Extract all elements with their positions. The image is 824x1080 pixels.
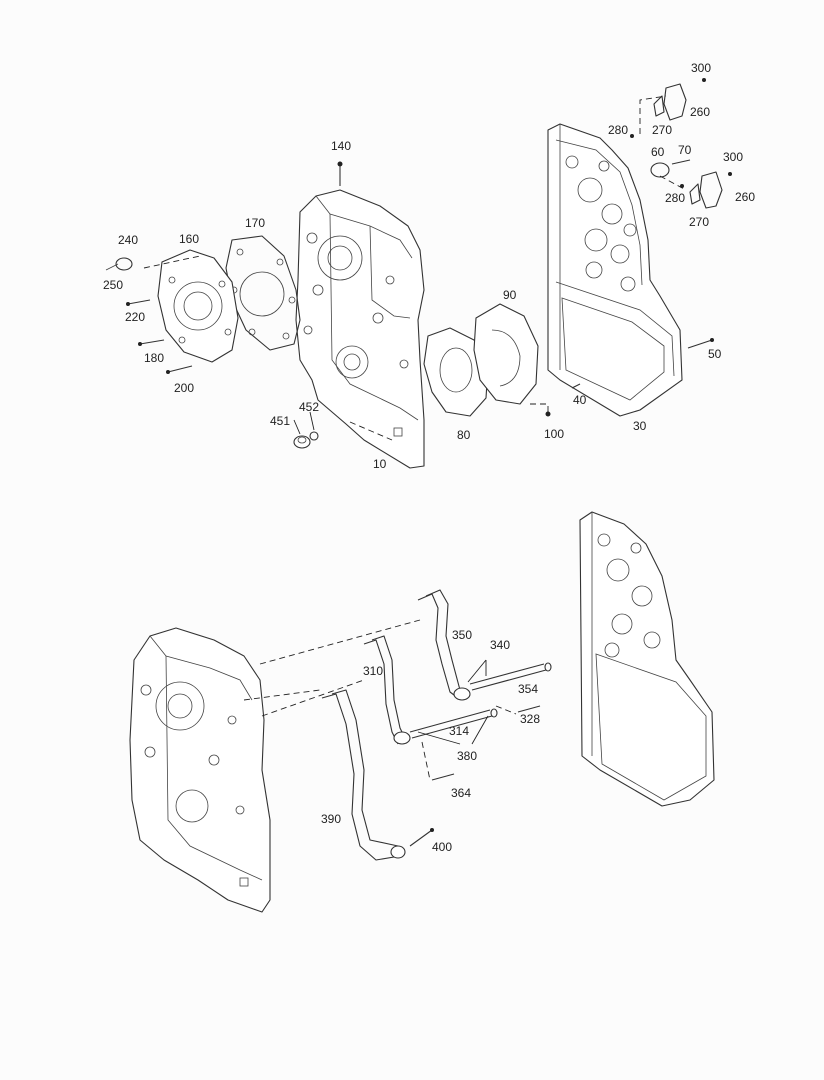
- housing-bottom-left: [129, 627, 271, 913]
- callout-220: 220: [125, 310, 145, 324]
- cover-bottom-right: [579, 511, 715, 807]
- callout-140: 140: [331, 139, 351, 153]
- pipe-310: [363, 635, 411, 745]
- plug-451: [293, 435, 311, 449]
- callout-60: 60: [651, 145, 665, 159]
- bolt-328: [517, 705, 541, 713]
- shield-80: [423, 327, 489, 417]
- shield-90: [473, 303, 539, 405]
- callout-350: 350: [452, 628, 472, 642]
- callout-310: 310: [363, 664, 383, 678]
- main-housing-10: [295, 189, 425, 469]
- bottom-leaders: [243, 619, 517, 781]
- bolt-180: [138, 339, 165, 346]
- bracket-260a: [663, 83, 687, 121]
- bolt-100: [545, 411, 551, 417]
- pin-40: [571, 383, 581, 389]
- callout-300a: 300: [691, 61, 711, 75]
- callout-100: 100: [544, 427, 564, 441]
- bolt-364: [431, 773, 455, 781]
- pipe-350: [417, 589, 471, 701]
- callout-328: 328: [520, 712, 540, 726]
- washer-60: [650, 162, 670, 178]
- callout-160: 160: [179, 232, 199, 246]
- bolt-200: [166, 365, 193, 374]
- cover-plate-160: [157, 249, 239, 363]
- callout-80: 80: [457, 428, 471, 442]
- callout-452: 452: [299, 400, 319, 414]
- rod-354: [469, 662, 552, 691]
- clip-240: [105, 257, 133, 271]
- nut-300a: [702, 78, 706, 82]
- callout-250: 250: [103, 278, 123, 292]
- callout-451: 451: [270, 414, 290, 428]
- rear-cover-30: [547, 123, 683, 417]
- callout-70: 70: [678, 143, 692, 157]
- plate-270b: [689, 183, 701, 205]
- callout-10: 10: [373, 457, 387, 471]
- bolt-220: [126, 299, 151, 306]
- callout-364: 364: [451, 786, 471, 800]
- callout-300b: 300: [723, 150, 743, 164]
- callout-380: 380: [457, 749, 477, 763]
- bolt-70: [671, 159, 691, 165]
- callout-270b: 270: [689, 215, 709, 229]
- callout-170: 170: [245, 216, 265, 230]
- callout-340: 340: [490, 638, 510, 652]
- bolt-140: [337, 161, 343, 186]
- screw-280a: [630, 134, 634, 138]
- callout-200: 200: [174, 381, 194, 395]
- bracket-260b: [699, 171, 723, 209]
- nut-300b: [728, 172, 732, 176]
- callout-260b: 260: [735, 190, 755, 204]
- callout-50: 50: [708, 347, 722, 361]
- gasket-170: [225, 235, 301, 351]
- callout-240: 240: [118, 233, 138, 247]
- callout-90: 90: [503, 288, 517, 302]
- bolt-50: [687, 338, 714, 349]
- callout-400: 400: [432, 840, 452, 854]
- oring-452: [309, 431, 319, 441]
- callout-40: 40: [573, 393, 587, 407]
- callout-labels: 300 260 280 270 60 70 300 280 260 270 14…: [103, 61, 755, 854]
- callout-30: 30: [633, 419, 647, 433]
- bolt-400: [409, 828, 434, 847]
- top-leaders: [143, 95, 687, 441]
- callout-314: 314: [449, 724, 469, 738]
- callout-390: 390: [321, 812, 341, 826]
- callout-270a: 270: [652, 123, 672, 137]
- callout-280b: 280: [665, 191, 685, 205]
- callout-180: 180: [144, 351, 164, 365]
- callout-354: 354: [518, 682, 538, 696]
- callout-280a: 280: [608, 123, 628, 137]
- pipe-390: [321, 689, 406, 861]
- plate-270a: [653, 95, 665, 117]
- callout-260a: 260: [690, 105, 710, 119]
